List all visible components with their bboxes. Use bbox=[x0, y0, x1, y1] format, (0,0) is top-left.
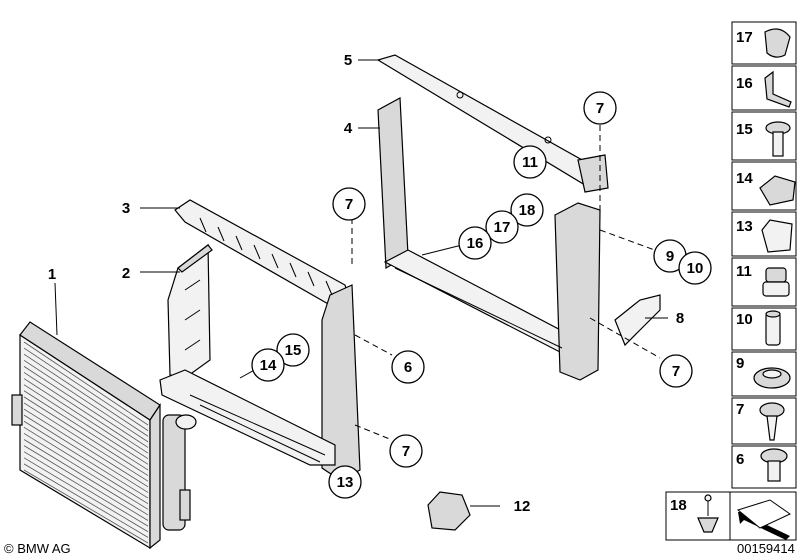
svg-text:9: 9 bbox=[736, 355, 744, 372]
svg-text:13: 13 bbox=[337, 474, 354, 491]
label-3: 3 bbox=[122, 200, 130, 217]
label-4: 4 bbox=[344, 120, 353, 137]
svg-text:10: 10 bbox=[687, 260, 704, 277]
bracket-part-8 bbox=[614, 294, 661, 347]
svg-text:6: 6 bbox=[736, 451, 744, 468]
air-duct-part-2 bbox=[167, 243, 213, 379]
clip-17-icon bbox=[764, 28, 791, 58]
svg-text:18: 18 bbox=[670, 497, 687, 514]
screw-15-icon bbox=[765, 121, 791, 157]
svg-text:7: 7 bbox=[736, 401, 744, 418]
dashed-leaders bbox=[239, 125, 661, 441]
crossmember-part-5 bbox=[376, 54, 609, 193]
sidebar-item-17: 17 bbox=[731, 21, 797, 65]
sidebar-item-10: 10 bbox=[731, 307, 797, 351]
clip-part-12 bbox=[427, 491, 471, 531]
sidebar-item-15: 15 bbox=[731, 111, 797, 161]
support-part-4 bbox=[377, 97, 601, 381]
callout-14: 14 bbox=[251, 348, 285, 382]
label-5: 5 bbox=[344, 52, 352, 69]
bottom-legend-box: 18 bbox=[665, 491, 797, 541]
sidebar-item-13: 13 bbox=[731, 211, 797, 257]
rubber-mount-11-icon bbox=[762, 267, 790, 297]
svg-text:14: 14 bbox=[736, 170, 753, 187]
direction-arrow-icon bbox=[736, 499, 791, 540]
callout-7-bottom-middle: 7 bbox=[389, 434, 423, 468]
svg-text:13: 13 bbox=[736, 218, 753, 235]
callout-15: 15 bbox=[276, 333, 310, 367]
svg-text:6: 6 bbox=[404, 359, 412, 376]
callout-7-upper-middle: 7 bbox=[332, 187, 366, 221]
svg-text:17: 17 bbox=[736, 29, 753, 46]
image-number: 00159414 bbox=[737, 541, 795, 556]
clip-nut-14-icon bbox=[759, 175, 796, 206]
sidebar-item-9: 9 bbox=[731, 351, 797, 397]
svg-text:11: 11 bbox=[522, 154, 538, 171]
grommet-9-icon bbox=[753, 367, 791, 389]
callout-7-right-lower: 7 bbox=[659, 354, 693, 388]
callout-17: 17 bbox=[485, 210, 519, 244]
sidebar-item-7: 7 bbox=[731, 397, 797, 445]
svg-text:14: 14 bbox=[260, 357, 277, 374]
svg-text:7: 7 bbox=[596, 100, 604, 117]
callout-16: 16 bbox=[458, 226, 492, 260]
svg-text:7: 7 bbox=[345, 196, 353, 213]
callout-18: 18 bbox=[510, 193, 544, 227]
callout-10: 10 bbox=[678, 251, 712, 285]
label-2: 2 bbox=[122, 265, 130, 282]
sidebar-item-14: 14 bbox=[731, 161, 797, 211]
svg-text:18: 18 bbox=[519, 202, 536, 219]
clip-13-icon bbox=[761, 219, 793, 253]
callout-13: 13 bbox=[328, 465, 362, 499]
svg-text:11: 11 bbox=[736, 263, 752, 280]
svg-text:15: 15 bbox=[736, 121, 753, 138]
callout-11: 11 bbox=[513, 145, 547, 179]
bracket-16-icon bbox=[764, 70, 792, 108]
svg-text:7: 7 bbox=[672, 363, 680, 380]
plain-labels: 1 2 3 4 5 8 12 bbox=[48, 52, 684, 515]
sidebar-item-16: 16 bbox=[731, 65, 797, 111]
svg-text:15: 15 bbox=[285, 342, 302, 359]
svg-text:7: 7 bbox=[402, 443, 410, 460]
label-8: 8 bbox=[676, 310, 684, 327]
circled-callouts: 7 11 18 17 16 7 9 10 15 14 6 7 7 13 bbox=[251, 91, 712, 499]
label-1: 1 bbox=[48, 266, 56, 283]
label-12: 12 bbox=[514, 498, 531, 515]
sleeve-10-icon bbox=[765, 310, 781, 346]
svg-text:17: 17 bbox=[494, 219, 511, 236]
parts-sidebar: 17 16 15 14 bbox=[731, 21, 797, 489]
hex-bolt-6-icon bbox=[760, 448, 788, 482]
svg-text:16: 16 bbox=[467, 235, 484, 252]
callout-6: 6 bbox=[391, 350, 425, 384]
svg-text:16: 16 bbox=[736, 75, 753, 92]
copyright-text: © BMW AG bbox=[4, 541, 71, 556]
radiator-part-1 bbox=[11, 321, 197, 550]
callout-7-top-right: 7 bbox=[583, 91, 617, 125]
sidebar-item-6: 6 bbox=[731, 445, 797, 489]
svg-text:9: 9 bbox=[666, 248, 674, 265]
tapping-screw-7-icon bbox=[759, 402, 785, 441]
sidebar-item-11: 11 bbox=[731, 257, 797, 307]
svg-text:10: 10 bbox=[736, 311, 753, 328]
expanding-rivet-18-icon bbox=[697, 494, 719, 533]
shroud-part-3 bbox=[159, 199, 361, 481]
